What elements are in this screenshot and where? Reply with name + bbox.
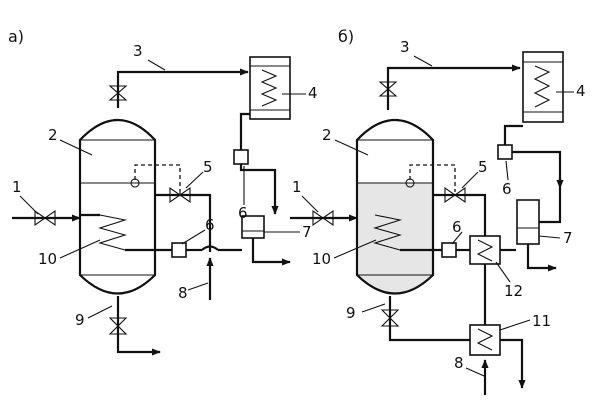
level-sensor bbox=[130, 178, 140, 188]
leader-8 bbox=[187, 282, 209, 291]
label-3: 3 bbox=[133, 42, 143, 60]
receiver-b-inlet bbox=[539, 188, 562, 224]
leader-b-2 bbox=[334, 139, 369, 156]
panel-b: б) bbox=[290, 27, 586, 395]
condensate-to-receiver bbox=[239, 164, 277, 213]
label-9: 9 bbox=[75, 311, 85, 329]
label-b-7: 7 bbox=[563, 229, 573, 247]
control-valve-5 bbox=[169, 186, 191, 204]
leader-b-12 bbox=[495, 261, 511, 283]
leader-b-8 bbox=[465, 367, 485, 377]
bottom-outlet bbox=[116, 296, 161, 356]
control-valve-5-b bbox=[444, 186, 466, 204]
level-control-signal-b bbox=[409, 164, 456, 192]
feed-valve-1-b bbox=[312, 209, 334, 227]
label-8: 8 bbox=[178, 284, 188, 302]
label-b-12: 12 bbox=[504, 282, 523, 300]
panel-a-label: а) bbox=[8, 27, 24, 46]
leader-5 bbox=[185, 171, 204, 189]
evaporator-vessel bbox=[78, 118, 157, 295]
label-b-1: 1 bbox=[292, 178, 302, 196]
trap-6-top bbox=[233, 149, 249, 165]
label-b-4: 4 bbox=[576, 82, 586, 100]
label-1: 1 bbox=[12, 178, 22, 196]
condensate-line-a bbox=[239, 112, 250, 150]
trap-6-bottom bbox=[171, 242, 187, 258]
leader-b-11 bbox=[499, 319, 531, 331]
leader-9 bbox=[87, 305, 113, 319]
heating-coil-icon-b bbox=[373, 214, 403, 251]
bottom-valve-9-b bbox=[380, 309, 400, 327]
label-b-10: 10 bbox=[312, 250, 331, 268]
label-2: 2 bbox=[48, 126, 58, 144]
panel-a: а) bbox=[8, 27, 318, 356]
level-sensor-b bbox=[405, 178, 415, 188]
leader-3 bbox=[147, 59, 166, 71]
trap-6-bottom-b bbox=[441, 242, 457, 258]
product-outlet bbox=[500, 338, 526, 389]
label-5: 5 bbox=[203, 158, 213, 176]
feed-valve-1 bbox=[34, 209, 56, 227]
condenser-coil-icon-b bbox=[533, 65, 551, 108]
leader-6-bottom bbox=[181, 229, 206, 245]
pipe-crossing bbox=[201, 245, 219, 251]
vapor-line-b bbox=[386, 66, 470, 110]
label-b-5: 5 bbox=[478, 158, 488, 176]
top-valve bbox=[108, 85, 128, 101]
leader-b-1 bbox=[301, 195, 319, 213]
leader-b-7 bbox=[538, 235, 561, 239]
trap-6-top-b bbox=[497, 144, 513, 160]
condensate-to-receiver-b bbox=[512, 150, 562, 185]
label-b-6-top: 6 bbox=[502, 180, 512, 198]
leader-2 bbox=[59, 139, 93, 156]
label-b-2: 2 bbox=[322, 126, 332, 144]
label-4: 4 bbox=[308, 84, 318, 102]
bottom-outlet-b bbox=[388, 296, 470, 342]
receiver-outlet-b bbox=[526, 244, 557, 272]
leader-b-6-top bbox=[505, 160, 509, 181]
liquid-fill bbox=[357, 183, 433, 294]
hx12-coil-icon bbox=[476, 239, 494, 262]
label-6-bottom: 6 bbox=[205, 216, 215, 234]
steam-feed-line-b bbox=[433, 193, 487, 236]
leader-b-3 bbox=[413, 55, 433, 67]
level-control-signal bbox=[134, 164, 181, 192]
leader-b-10 bbox=[333, 239, 377, 259]
leader-1 bbox=[19, 195, 39, 215]
label-6-top: 6 bbox=[238, 204, 248, 222]
receiver-outlet bbox=[251, 238, 291, 266]
heating-coil-icon bbox=[98, 214, 128, 251]
leader-b-5 bbox=[461, 171, 479, 189]
condenser-box-b bbox=[522, 51, 564, 123]
condensate-line-b bbox=[503, 124, 523, 145]
leader-b-9 bbox=[361, 303, 386, 313]
condenser-coil-icon bbox=[260, 69, 278, 107]
label-7: 7 bbox=[302, 223, 312, 241]
leader-b-6-bottom bbox=[451, 231, 463, 245]
leader-10 bbox=[59, 239, 101, 259]
label-10: 10 bbox=[38, 250, 57, 268]
condenser-box bbox=[249, 56, 291, 120]
bottom-valve-9 bbox=[108, 317, 128, 335]
label-b-8: 8 bbox=[454, 354, 464, 372]
top-valve-b bbox=[378, 81, 398, 97]
label-b-3: 3 bbox=[400, 38, 410, 56]
vapor-line bbox=[116, 70, 190, 108]
label-b-6-bottom: 6 bbox=[452, 218, 462, 236]
receiver-7-b bbox=[516, 199, 540, 245]
label-b-11: 11 bbox=[532, 312, 551, 330]
label-b-9: 9 bbox=[346, 304, 356, 322]
steam-feed-line bbox=[155, 193, 212, 252]
panel-b-label: б) bbox=[338, 27, 354, 46]
hx11-coil-icon bbox=[476, 328, 494, 351]
